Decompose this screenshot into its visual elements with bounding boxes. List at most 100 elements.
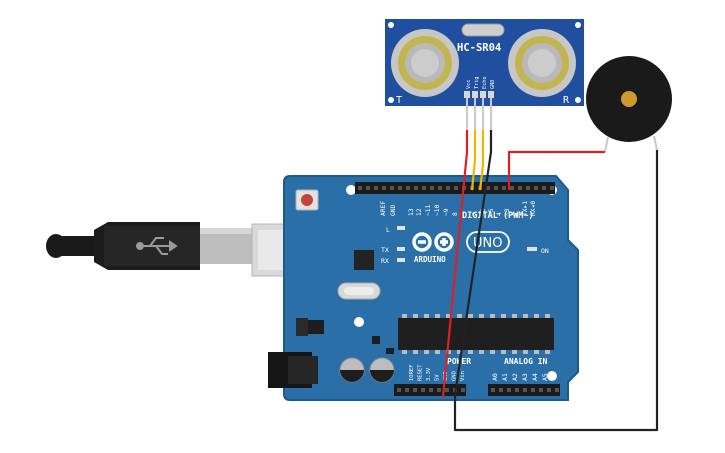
power-pin-label: GND (452, 371, 458, 381)
header-hole (437, 388, 441, 392)
digital-pin-label: 8 (452, 212, 459, 216)
analog-label: ANALOG IN (504, 357, 548, 366)
wire-buzzer-red (507, 150, 605, 190)
digital-label: DIGITAL (PWM~) (462, 211, 534, 221)
on-label: ON (541, 247, 549, 255)
sensor-pin-label: Trig (474, 77, 480, 90)
header-hole (358, 186, 362, 190)
analog-pin-label: A4 (531, 373, 539, 381)
brand-label: ARDUINO (414, 255, 446, 264)
arduino-logo-icon (412, 232, 454, 252)
sensor-pin-legs (466, 98, 492, 130)
header-hole (547, 388, 551, 392)
analog-pin-label: A2 (511, 373, 519, 381)
sensor-pins (464, 91, 494, 98)
sensor-pin-label: Echo (482, 77, 488, 90)
uno-label: UNO (473, 236, 502, 251)
status-leds: L TX RX ON (381, 226, 549, 265)
digital-pin-label: AREF (380, 201, 387, 216)
header-hole (550, 186, 554, 190)
header-hole (526, 186, 530, 190)
digital-pin-label: ~3 (504, 208, 511, 216)
header-hole (414, 186, 418, 190)
header-hole (531, 388, 535, 392)
atmega-chip (398, 314, 554, 354)
voltage-regulator (296, 318, 394, 354)
header-hole (446, 186, 450, 190)
power-pin-label: RESET (418, 364, 424, 381)
header-hole (494, 186, 498, 190)
sensor-mark-t: T (396, 95, 402, 106)
led-label-l: L (386, 226, 390, 234)
digital-pin-label: 2 (512, 212, 519, 216)
header-hole (518, 186, 522, 190)
receiver-transducer (508, 29, 576, 97)
header-hole (534, 186, 538, 190)
header-hole (515, 388, 519, 392)
wire-vcc-red (441, 130, 469, 398)
digital-pin-label: ~11 (425, 204, 432, 216)
sensor-mark-r: R (563, 95, 570, 106)
digital-header (355, 182, 555, 194)
digital-pin-label: 13 (408, 208, 415, 216)
digital-pin-label: 7 (472, 212, 479, 216)
header-hole (542, 186, 546, 190)
header-hole (454, 186, 458, 190)
header-hole (405, 388, 409, 392)
reset-button[interactable] (295, 189, 319, 211)
header-hole (390, 186, 394, 190)
header-hole (510, 186, 514, 190)
digital-pin-label: ~10 (434, 204, 441, 216)
usb-cable (46, 222, 325, 277)
header-hole (539, 388, 543, 392)
header-hole (491, 388, 495, 392)
digital-pin-label: ~5 (488, 208, 495, 216)
header-hole (445, 388, 449, 392)
crystal-oscillator (337, 282, 381, 300)
usb-chip (354, 250, 374, 270)
header-hole (499, 388, 503, 392)
header-hole (413, 388, 417, 392)
digital-pin-label: ~6 (480, 208, 487, 216)
analog-header (488, 384, 560, 396)
header-hole (486, 186, 490, 190)
analog-pin-label: A1 (501, 373, 509, 381)
wire-echo-yellow (478, 130, 485, 191)
header-hole (406, 186, 410, 190)
header-hole (374, 186, 378, 190)
header-hole (366, 186, 370, 190)
buzzer-leads (604, 135, 658, 153)
header-hole (523, 388, 527, 392)
transmitter-transducer (391, 29, 459, 97)
sensor-model: HC-SR04 (457, 42, 501, 54)
piezo-buzzer[interactable] (586, 56, 672, 142)
analog-pin-label: A0 (491, 373, 499, 381)
header-hole (429, 388, 433, 392)
sensor-pin-label: GND (490, 80, 496, 89)
digital-pin-label: TX▸1 (522, 201, 529, 216)
header-hole (438, 186, 442, 190)
wire-trig-yellow (470, 130, 477, 191)
usb-icon (136, 237, 178, 255)
header-hole (555, 388, 559, 392)
header-hole (397, 388, 401, 392)
led-label-rx: RX (381, 257, 389, 265)
power-pin-label: 5V (435, 374, 441, 381)
header-hole (421, 388, 425, 392)
header-hole (422, 186, 426, 190)
led-label-tx: TX (381, 246, 389, 254)
header-hole (461, 388, 465, 392)
power-pin-label: 3.3V (426, 367, 432, 381)
power-pin-label: Vin (460, 371, 466, 381)
wire-gnd-black (453, 130, 659, 432)
sensor-crystal (461, 23, 505, 37)
power-pin-label: IOREF (409, 364, 415, 381)
digital-pin-label: RX◂0 (530, 201, 537, 216)
header-hole (507, 388, 511, 392)
header-hole (382, 186, 386, 190)
